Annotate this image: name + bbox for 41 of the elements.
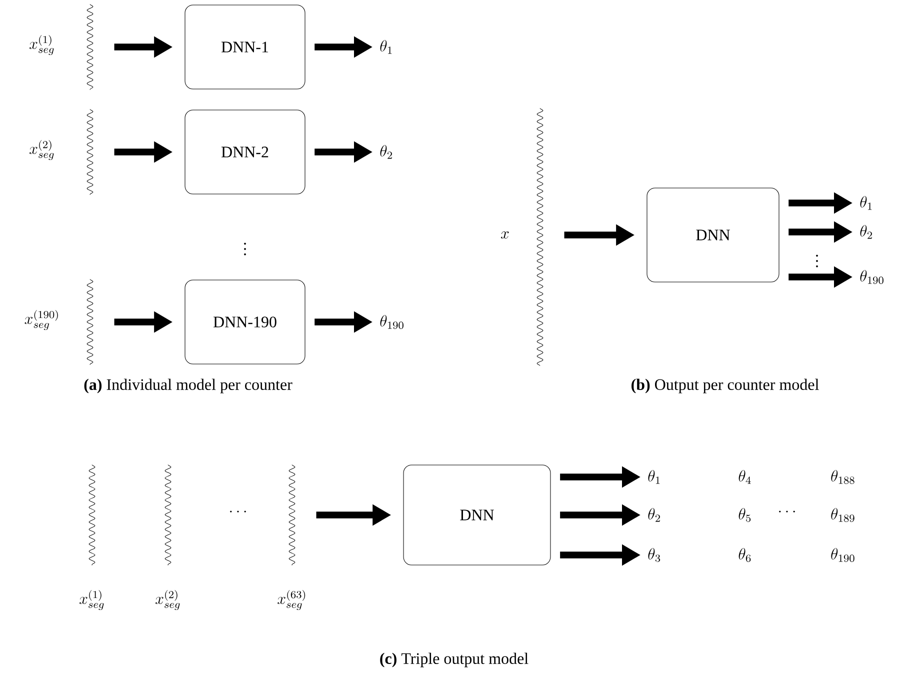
output-symbol: $\theta_4$ [738,470,751,484]
process-box: DNN [403,464,551,566]
output-symbol: $\theta_1$ [860,196,872,210]
ellipsis: $\vdots$ [244,242,246,256]
output-symbol: $\theta_2$ [860,225,872,239]
output-symbol: $\theta_{190}$ [380,315,404,329]
ellipsis: $\vdots$ [816,254,818,268]
signal-label: $x_{seg}^{(1)}$ [80,590,104,610]
output-symbol: $\theta_{189}$ [831,508,854,522]
output-symbol: $\theta_{188}$ [831,470,854,484]
output-symbol: $\theta_1$ [648,470,660,484]
process-box: DNN-2 [184,110,306,194]
signal-wave [88,464,96,566]
output-symbol: $\theta_2$ [380,145,392,159]
signal-wave [86,108,94,196]
process-box: DNN-190 [184,280,306,364]
ellipsis: $\cdots$ [230,510,246,512]
signal-label: $x_{seg}^{(2)}$ [30,140,54,160]
signal-label: $x_{seg}^{(190)}$ [24,310,58,330]
output-symbol: $\theta_5$ [738,508,751,522]
output-symbol: $\theta_1$ [380,40,392,54]
process-box: DNN-1 [184,4,306,90]
subfigure-caption: (a) Individual model per counter [84,378,292,394]
process-box: DNN [646,188,780,282]
signal-label: $x_{seg}^{(2)}$ [156,590,180,610]
signal-wave [288,464,296,566]
ellipsis: $\cdots$ [779,510,795,512]
signal-wave [536,108,544,366]
subfigure-caption: (b) Output per counter model [632,378,819,394]
signal-label: $x_{seg}^{(1)}$ [30,35,54,56]
output-symbol: $\theta_6$ [738,548,751,562]
signal-label: $x$ [501,231,509,239]
output-symbol: $\theta_2$ [648,508,660,522]
subfigure-caption: (c) Triple output model [380,652,528,668]
signal-wave [164,464,172,566]
output-symbol: $\theta_{190}$ [831,548,854,562]
signal-label: $x_{seg}^{(63)}$ [278,590,306,610]
output-symbol: $\theta_3$ [648,548,660,562]
output-symbol: $\theta_{190}$ [860,270,884,284]
signal-wave [86,4,94,90]
signal-wave [86,278,94,366]
